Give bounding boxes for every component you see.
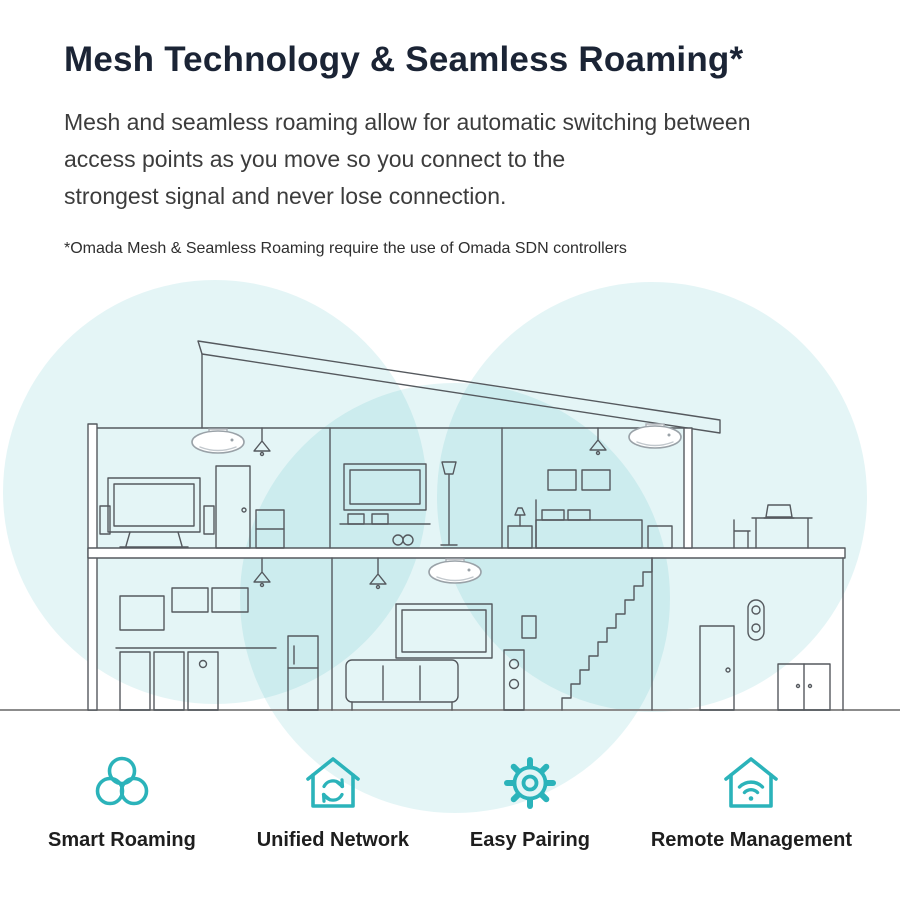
feature-unified-network: Unified Network xyxy=(257,750,409,852)
feature-easy-pairing: Easy Pairing xyxy=(470,750,590,852)
page-description: Mesh and seamless roaming allow for auto… xyxy=(64,104,836,214)
feature-remote-management: Remote Management xyxy=(651,750,852,852)
access-point-icon xyxy=(628,423,682,449)
access-point-icon xyxy=(428,558,482,584)
page-header: Mesh Technology & Seamless Roaming* Mesh… xyxy=(0,0,900,258)
trefoil-roaming-icon xyxy=(95,756,149,806)
coverage-circle xyxy=(437,282,867,712)
feature-row: Smart Roaming Unified Network xyxy=(0,750,900,852)
feature-label: Smart Roaming xyxy=(48,829,196,851)
gear-icon xyxy=(503,757,556,809)
footnote: *Omada Mesh & Seamless Roaming require t… xyxy=(64,240,627,258)
access-points xyxy=(191,423,682,584)
feature-label: Remote Management xyxy=(650,829,852,851)
house-line-art xyxy=(87,340,846,711)
house-wifi-icon xyxy=(724,757,779,808)
description-line: strongest signal and never lose connecti… xyxy=(64,182,507,209)
description-line: access points as you move so you connect… xyxy=(64,145,566,172)
coverage-circle xyxy=(240,383,670,813)
access-point-icon xyxy=(191,428,245,454)
page-title: Mesh Technology & Seamless Roaming* xyxy=(64,40,744,79)
house-refresh-icon xyxy=(306,757,360,808)
description-line: Mesh and seamless roaming allow for auto… xyxy=(64,109,751,135)
feature-smart-roaming: Smart Roaming xyxy=(48,750,196,852)
coverage-circle xyxy=(3,280,427,704)
feature-label: Unified Network xyxy=(256,829,409,851)
feature-label: Easy Pairing xyxy=(469,829,590,851)
